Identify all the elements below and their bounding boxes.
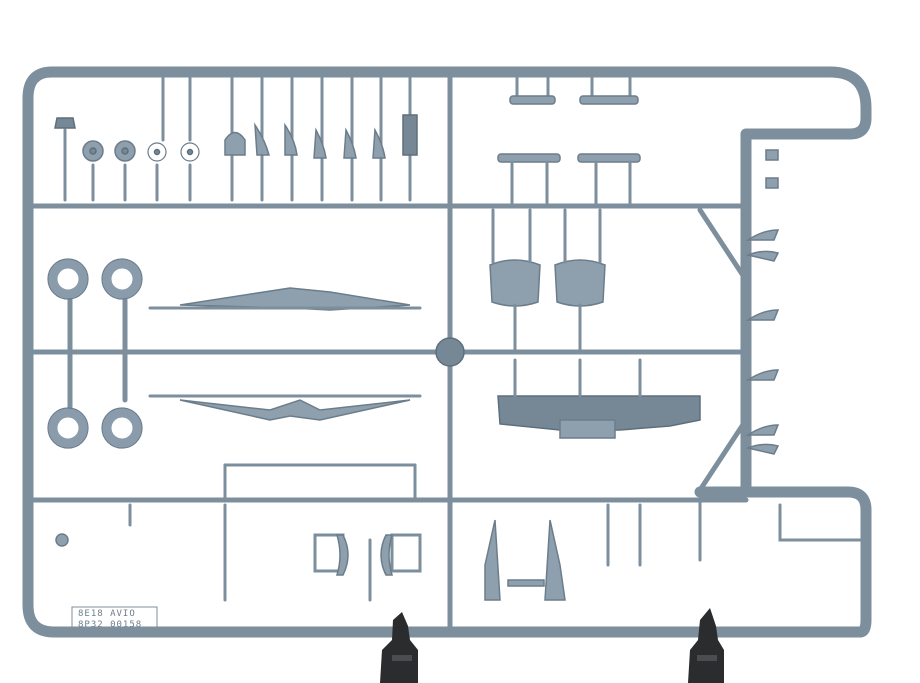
sprue-code-label: 8E18 AVIO 8P32 00158 <box>71 606 158 630</box>
display-stand-left <box>380 612 418 683</box>
right-side-parts <box>745 229 780 455</box>
seat-parts <box>489 208 606 354</box>
long-strut-parts <box>148 287 422 421</box>
top-left-parts <box>54 73 200 202</box>
engine-part <box>497 358 701 439</box>
sprue-code-line-1: 8E18 AVIO <box>78 609 136 619</box>
sprue-hub <box>435 337 465 367</box>
top-middle-parts <box>224 73 418 202</box>
lower-right-parts <box>484 498 867 601</box>
display-stand-right <box>688 608 724 683</box>
wheel-tyres <box>47 258 143 449</box>
lower-parts <box>55 463 422 602</box>
top-right-parts <box>497 73 779 208</box>
sprue-code-line-2: 8P32 00158 <box>78 620 142 630</box>
